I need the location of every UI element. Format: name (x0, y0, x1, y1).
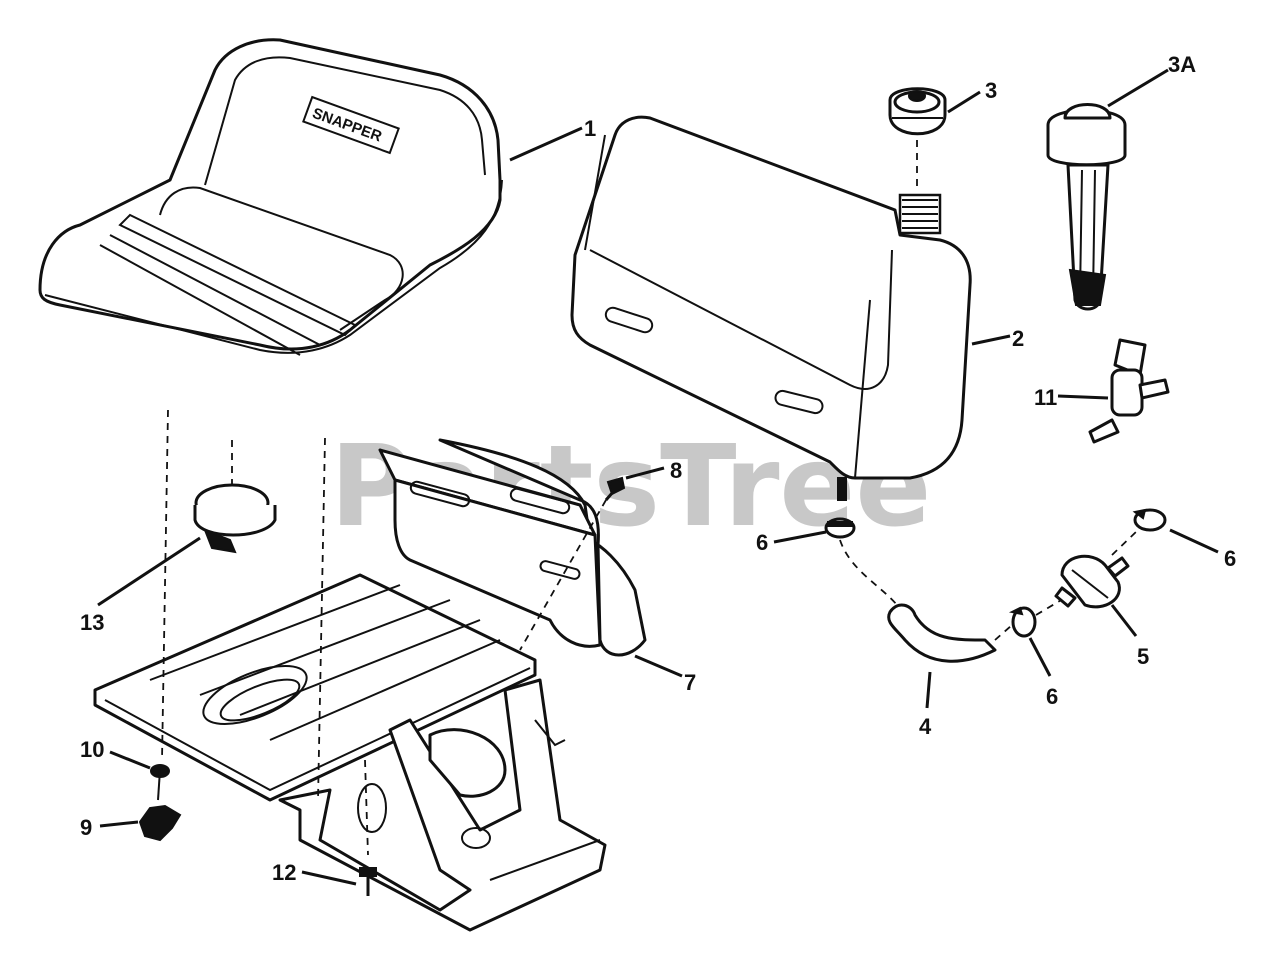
leader-9 (99, 820, 139, 828)
callout-10: 10 (80, 737, 104, 762)
callout-1: 1 (584, 116, 596, 141)
leader-6a (773, 530, 827, 544)
fuel-tank-part (570, 115, 972, 501)
callout-2: 2 (1012, 326, 1024, 351)
leader-3 (947, 90, 981, 114)
fuel-cap-part (888, 87, 947, 136)
screw-guide (519, 499, 607, 651)
knob-part (138, 769, 182, 842)
leader-6c (1169, 528, 1219, 554)
leader-1 (509, 126, 583, 162)
callout-3A: 3A (1168, 52, 1196, 77)
callout-9: 9 (80, 815, 92, 840)
callout-13: 13 (80, 610, 104, 635)
seat-switch-part (193, 483, 277, 554)
clamp-tank-part (824, 517, 856, 539)
leader-12 (301, 870, 357, 886)
leader-5 (1110, 604, 1138, 637)
leader-13 (97, 536, 201, 607)
callout-6-tank: 6 (756, 530, 768, 555)
fuel-filter-part (1054, 554, 1130, 609)
seat-part: SNAPPER (38, 38, 503, 356)
leader-10 (109, 750, 151, 770)
screw-part (604, 476, 626, 501)
leader-8 (625, 466, 665, 480)
callout-6-line: 6 (1046, 684, 1058, 709)
seat-left-guide (161, 409, 169, 761)
filter-to-clamp-guide (1111, 529, 1139, 556)
leader-6b (1028, 637, 1052, 677)
callout-12: 12 (272, 860, 296, 885)
seat-frame-part (93, 573, 607, 932)
tank-to-line-guide (839, 539, 898, 606)
clamp-line-part (1008, 606, 1037, 638)
bolt-part (359, 867, 377, 896)
callout-3: 3 (985, 78, 997, 103)
callout-4: 4 (919, 714, 932, 739)
fuel-line-part (887, 603, 997, 663)
leader-11 (1057, 394, 1109, 400)
callout-7: 7 (684, 670, 696, 695)
clamp-filter-part (1132, 508, 1167, 532)
callout-6-filter: 6 (1224, 546, 1236, 571)
leader-4 (925, 671, 932, 709)
leader-3A (1107, 68, 1169, 108)
shutoff-valve-part (1088, 338, 1170, 444)
leader-2 (971, 334, 1011, 346)
callout-8: 8 (670, 458, 682, 483)
leader-7 (634, 654, 683, 678)
line-to-clamp-guide (994, 624, 1013, 641)
bolt-guide (364, 759, 369, 856)
callout-11: 11 (1034, 385, 1057, 410)
fuel-cap-gauge-part (1046, 103, 1127, 311)
callout-5: 5 (1137, 644, 1149, 669)
seat-right-guide (317, 437, 326, 801)
seat-bracket-part (378, 438, 647, 657)
